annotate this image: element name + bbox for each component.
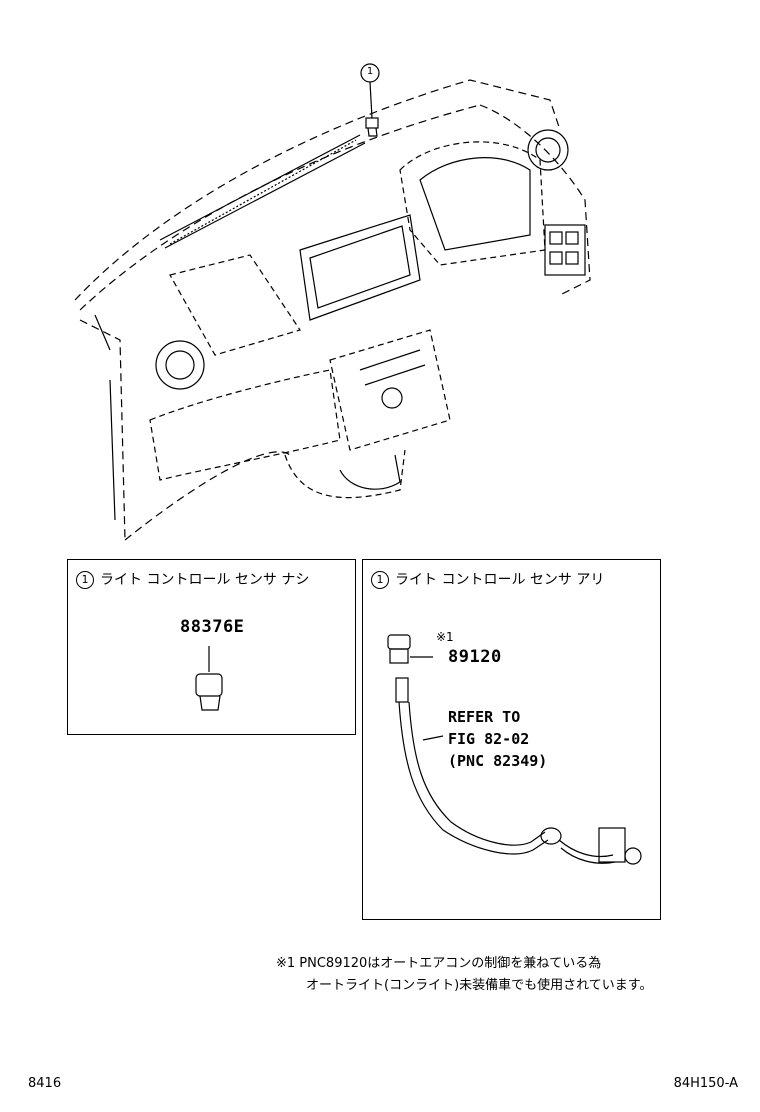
variant-with-sensor-box: 1 ライト コントロール センサ アリ ※1 89120 REFER TO FIG… [362,559,661,920]
footer-right-code: 84H150-A [673,1076,738,1091]
box-title: 1 ライト コントロール センサ アリ [371,569,604,589]
part-number: 88376E [180,617,245,637]
variant-without-sensor-box: 1 ライト コントロール センサ ナシ 88376E [67,559,356,735]
refer-line-1: REFER TO [448,708,521,726]
footnote-line-2: オートライト(コンライト)未装備車でも使用されています。 [306,978,653,993]
box-title: 1 ライト コントロール センサ ナシ [76,569,309,589]
box-title-text: ライト コントロール センサ アリ [395,572,605,588]
sensor-and-harness-drawing [387,634,642,865]
note-mark: ※1 [436,630,454,644]
callout-circle: 1 [76,571,94,589]
plug-part-drawing [195,646,223,711]
footnote-line-1: ※1 PNC89120はオートエアコンの制御を兼ねている為 [276,956,602,971]
callout-marker: 1 [366,66,374,77]
callout-circle: 1 [371,571,389,589]
part-number: 89120 [448,647,502,667]
refer-to-block: REFER TO FIG 82-02 (PNC 82349) [448,706,547,772]
refer-line-3: (PNC 82349) [448,752,548,770]
footer-left-code: 8416 [28,1076,62,1091]
box-title-text: ライト コントロール センサ ナシ [100,572,310,588]
footnote: ※1 PNC89120はオートエアコンの制御を兼ねている為 オートライト(コンラ… [276,953,652,997]
refer-line-2: FIG 82-02 [448,730,530,748]
